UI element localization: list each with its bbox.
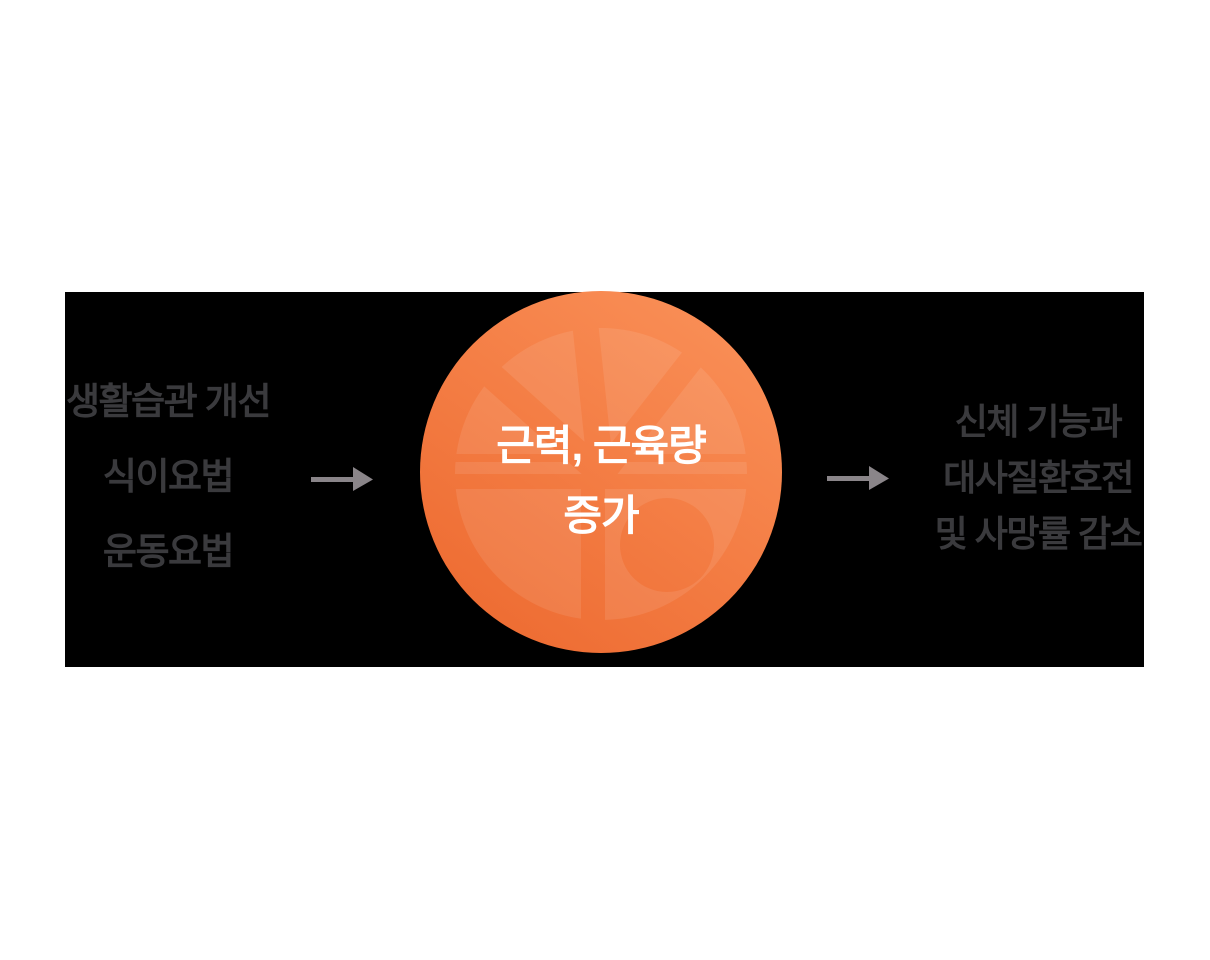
fitness-wheel-watermark-icon (420, 291, 782, 653)
results-text: 신체 기능과 대사질환호전 및 사망률 감소 (912, 394, 1164, 562)
flow-arrow-left (310, 466, 374, 492)
result-line-2: 대사질환호전 (943, 457, 1134, 498)
outcome-line-2: 증가 (563, 492, 639, 539)
cause-item-lifestyle: 생활습관 개선 (65, 381, 272, 422)
outcome-circle-label: 근력, 근육량 증가 (420, 411, 782, 551)
outcome-circle: 근력, 근육량 증가 (420, 291, 782, 653)
result-line-1: 신체 기능과 (954, 401, 1123, 442)
arrow-right-icon (311, 467, 373, 491)
cause-item-exercise: 운동요법 (102, 531, 235, 572)
result-line-3: 및 사망률 감소 (934, 513, 1143, 554)
cause-item-diet: 식이요법 (102, 456, 235, 497)
arrow-right-icon (827, 466, 889, 490)
flow-arrow-right (826, 465, 890, 491)
causes-list: 생활습관 개선 식이요법 운동요법 (40, 364, 296, 589)
outcome-line-1: 근력, 근육량 (496, 422, 707, 469)
